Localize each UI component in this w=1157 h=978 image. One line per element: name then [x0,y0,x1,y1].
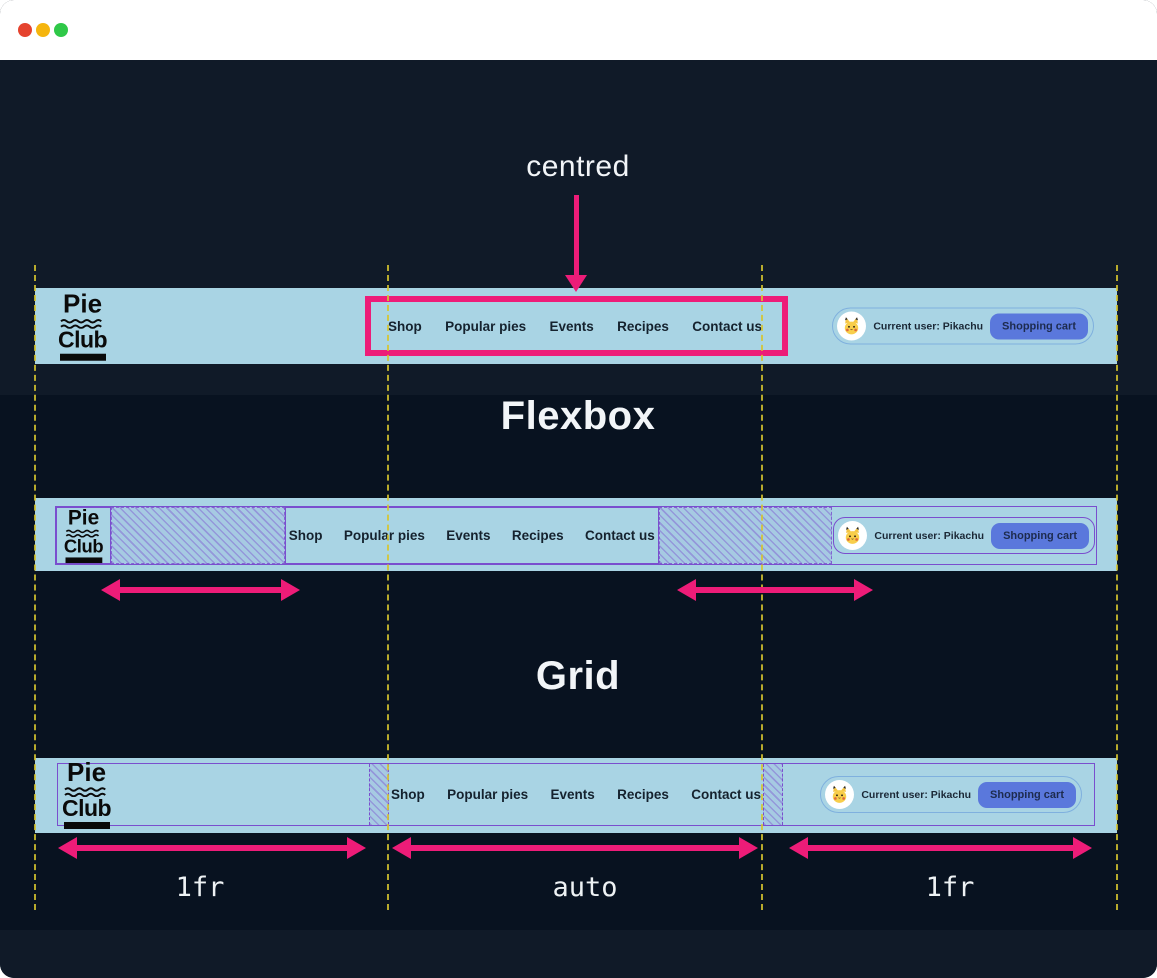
guide-line-left-edge [34,265,36,910]
flex-free-space-right [658,507,833,564]
nav-links-wrap: Shop Popular pies Events Recipes Contact… [388,288,762,364]
track-label-1fr-right: 1fr [925,872,975,903]
grid-col-1fr-right: Current user: Pikachu Shopping cart [783,764,1094,825]
logo-line2: Club [58,326,108,353]
pie-club-logo[interactable]: Pie Club [63,505,104,563]
nav-link-events[interactable]: Events [549,318,594,334]
navbar-original: Pie Club Shop Popular pies Events Recipe… [35,288,1117,364]
pie-club-logo[interactable]: Pie Club [58,288,108,361]
user-chip[interactable]: Current user: Pikachu Shopping cart [832,307,1094,345]
pikachu-avatar-icon [825,780,855,809]
nav-link-shop[interactable]: Shop [388,318,422,334]
pikachu-avatar-icon [837,311,867,341]
minimize-window-icon[interactable] [36,23,50,37]
user-chip[interactable]: Current user: Pikachu Shopping cart [820,776,1082,813]
pie-club-logo[interactable]: Pie Club [62,757,112,829]
track-label-1fr-left: 1fr [175,872,225,903]
nav-link-popular-pies[interactable]: Popular pies [445,318,527,334]
nav-link-recipes[interactable]: Recipes [617,318,669,334]
current-user-label: Current user: Pikachu [873,320,984,332]
shopping-cart-button[interactable]: Shopping cart [991,522,1090,549]
logo-waves-icon [59,318,102,329]
maximize-window-icon[interactable] [54,23,68,37]
flex-item-logo: Pie Club [56,505,112,564]
nav-links: Shop Popular pies Events Recipes Contact… [389,787,763,802]
nav-link-recipes[interactable]: Recipes [617,787,669,802]
nav-link-contact-us[interactable]: Contact us [584,528,655,543]
grid-col-auto: Shop Popular pies Events Recipes Contact… [389,764,763,825]
nav-link-popular-pies[interactable]: Popular pies [343,528,425,543]
navbar-grid-demo: Pie Club Shop Popular pies Event [35,758,1117,833]
navbar-flexbox-demo: Pie Club Shop Popular pies Event [35,498,1117,571]
guide-line-col-start [387,265,389,910]
window-titlebar [0,0,1157,60]
nav-link-events[interactable]: Events [550,787,595,802]
flex-free-space-left [111,507,285,564]
user-chip[interactable]: Current user: Pikachu Shopping cart [833,517,1096,554]
nav-links: Shop Popular pies Events Recipes Contact… [289,528,655,543]
logo-waves-icon [63,787,106,797]
grid-heading: Grid [535,654,621,698]
nav-links: Shop Popular pies Events Recipes Contact… [388,319,762,334]
page-content: centred Pie Club Shop Popular pies Event… [0,60,1157,978]
nav-link-shop[interactable]: Shop [288,528,323,543]
centred-annotation: centred [526,150,630,183]
logo-line1: Pie [63,288,103,319]
flex-item-nav: Shop Popular pies Events Recipes Contact… [284,507,659,564]
logo-underline [59,353,106,361]
close-window-icon[interactable] [18,23,32,37]
logo-underline [63,821,110,829]
track-label-auto: auto [552,872,618,903]
flexbox-heading: Flexbox [500,394,656,438]
nav-link-shop[interactable]: Shop [391,787,425,802]
nav-link-contact-us[interactable]: Contact us [692,318,762,334]
logo-line2: Club [62,794,112,821]
nav-link-popular-pies[interactable]: Popular pies [447,787,529,802]
grid-col-1fr-left: Pie Club [58,759,369,829]
logo-underline [65,557,102,563]
shopping-cart-button[interactable]: Shopping cart [978,781,1076,808]
nav-link-events[interactable]: Events [446,528,491,543]
logo-line2: Club [63,535,104,557]
current-user-label: Current user: Pikachu [874,529,985,542]
logo-waves-icon [65,529,99,538]
grid-gap-right [763,764,783,825]
logo-line1: Pie [67,757,107,788]
flex-item-user-chip: Current user: Pikachu Shopping cart [832,507,1096,564]
centred-highlight-box [365,296,788,356]
current-user-label: Current user: Pikachu [861,788,972,801]
grid-overlay-container: Pie Club Shop Popular pies Event [57,759,1095,829]
logo-line1: Pie [67,505,100,530]
nav-link-contact-us[interactable]: Contact us [691,787,761,802]
pikachu-avatar-icon [838,521,868,550]
nav-link-recipes[interactable]: Recipes [511,528,564,543]
shopping-cart-button[interactable]: Shopping cart [990,313,1088,339]
guide-line-right-edge [1116,265,1118,910]
flexbox-overlay-container: Pie Club Shop Popular pies Event [55,506,1097,565]
grid-gap-left [369,764,389,825]
dark-section-band [0,395,1157,930]
